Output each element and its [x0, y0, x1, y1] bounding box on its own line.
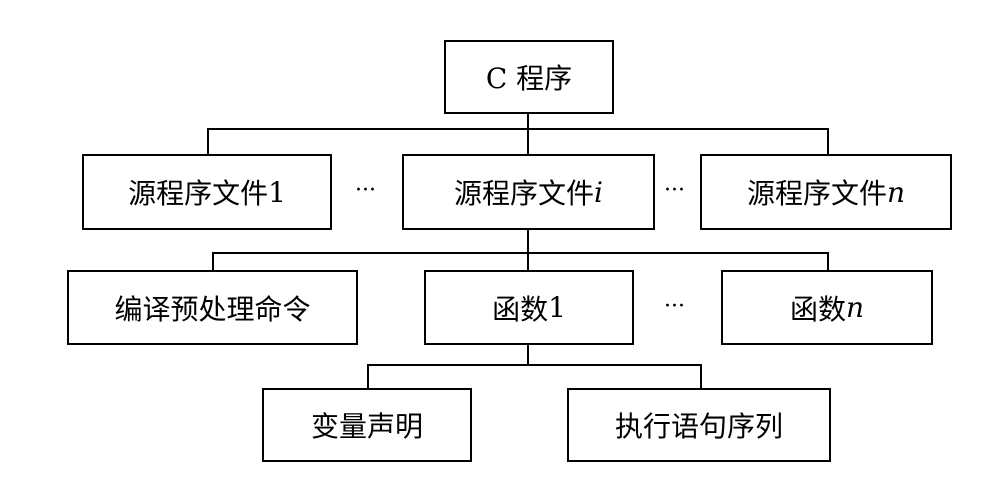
connector-root-down: [527, 113, 529, 130]
connector-to-variable-declaration: [367, 364, 369, 388]
connector-to-file-n: [827, 128, 829, 154]
node-statement-sequence-label: 执行语句序列: [614, 410, 783, 443]
connector-to-file-1: [207, 128, 209, 154]
node-function-1-label: 函数: [492, 292, 549, 326]
node-function-n-index: n: [845, 291, 865, 324]
node-source-file-i-label: 源程序文件: [454, 177, 595, 210]
connector-to-function-1: [527, 252, 529, 270]
node-source-file-i: 源程序文件 i: [402, 154, 655, 230]
node-variable-declaration: 变量声明: [262, 388, 472, 462]
node-c-program: C 程序: [444, 40, 614, 114]
connector-to-file-i: [527, 128, 529, 154]
connector-file-i-down: [527, 230, 529, 254]
node-source-file-n: 源程序文件 n: [700, 154, 952, 230]
connector-to-function-n: [827, 252, 829, 270]
connector-level2-bus: [212, 252, 829, 254]
connector-function-1-down: [527, 345, 529, 366]
node-function-1: 函数 1: [424, 270, 634, 345]
connector-level1-bus: [207, 128, 829, 130]
ellipsis-level1-left: ···: [355, 178, 376, 203]
ellipsis-level1-right: ···: [664, 178, 685, 203]
node-function-1-index: 1: [548, 291, 566, 324]
connector-level3-bus: [367, 364, 702, 366]
connector-to-statement-sequence: [700, 364, 702, 388]
node-source-file-i-index: i: [594, 175, 603, 209]
node-variable-declaration-label: 变量声明: [310, 410, 423, 443]
node-function-n: 函数 n: [721, 270, 933, 345]
node-preprocessor-directives-label: 编译预处理命令: [114, 292, 311, 326]
node-source-file-n-index: n: [886, 175, 906, 209]
node-c-program-label: C 程序: [485, 62, 573, 95]
node-source-file-1-label: 源程序文件: [128, 177, 269, 210]
node-source-file-1-index: 1: [268, 175, 286, 209]
node-function-n-label: 函数: [789, 292, 846, 326]
connector-to-preprocessor: [212, 252, 214, 270]
node-statement-sequence: 执行语句序列: [567, 388, 831, 462]
ellipsis-level2: ···: [664, 294, 685, 319]
node-source-file-n-label: 源程序文件: [746, 177, 887, 210]
node-preprocessor-directives: 编译预处理命令: [67, 270, 358, 345]
node-source-file-1: 源程序文件 1: [82, 154, 332, 230]
